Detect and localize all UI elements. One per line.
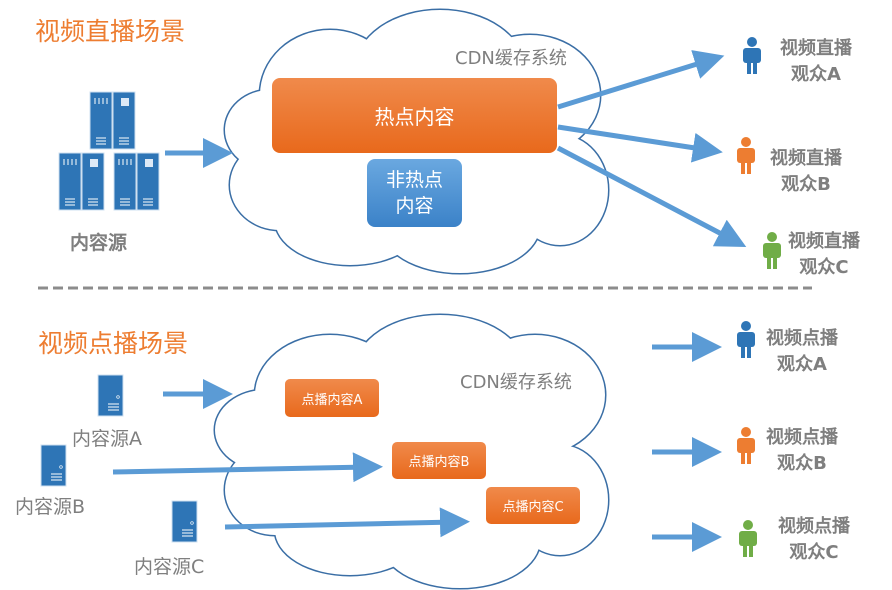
vod-cdn-label: CDN缓存系统 — [460, 372, 572, 393]
audience-line2: 观众A — [777, 354, 827, 375]
server-rack-icon — [113, 152, 160, 211]
audience-line2: 观众C — [789, 542, 839, 563]
vod-source-a-label: 内容源A — [72, 428, 142, 450]
hot-content-label: 热点内容 — [374, 105, 455, 129]
cold-content-line2: 内容 — [395, 195, 434, 217]
vod-source-b-label: 内容源B — [15, 496, 86, 518]
audience-line1: 视频直播 — [770, 148, 842, 169]
vod-audience-c: 视频点播观众C — [778, 514, 850, 566]
person-icon — [737, 321, 755, 358]
server-rack-icon — [89, 91, 136, 150]
audience-line1: 视频点播 — [766, 427, 838, 448]
live-scene-title: 视频直播场景 — [35, 17, 186, 46]
audience-line2: 观众C — [799, 257, 849, 278]
person-icon — [737, 137, 755, 174]
vod-content-a: 点播内容A — [285, 379, 379, 417]
audience-line2: 观众B — [781, 174, 831, 195]
arrow — [557, 124, 723, 163]
live-audience-a: 视频直播观众A — [780, 36, 852, 88]
vod-content-label: 点播内容B — [408, 455, 470, 470]
audience-line2: 观众B — [777, 453, 827, 474]
audience-line1: 视频点播 — [766, 328, 838, 349]
hot-content-box: 热点内容 — [272, 78, 557, 153]
vod-scene-title: 视频点播场景 — [38, 329, 189, 358]
vod-audience-a: 视频点播观众A — [766, 326, 838, 378]
arrow — [112, 452, 383, 483]
vod-content-b: 点播内容B — [392, 442, 486, 479]
server-icon — [40, 444, 67, 487]
arrow — [556, 145, 747, 247]
cold-content-line1: 非热点 — [385, 169, 443, 191]
server-icon — [171, 500, 198, 543]
audience-line1: 视频直播 — [788, 231, 860, 252]
live-audience-c: 视频直播观众C — [788, 229, 860, 281]
audience-line1: 视频直播 — [780, 38, 852, 59]
live-audience-b: 视频直播观众B — [770, 146, 842, 198]
person-icon — [743, 37, 761, 74]
server-icon — [97, 374, 124, 417]
audience-line2: 观众A — [791, 64, 841, 85]
person-icon — [737, 427, 755, 464]
vod-content-label: 点播内容A — [301, 392, 363, 408]
audience-line1: 视频点播 — [778, 516, 850, 537]
vod-source-c-label: 内容源C — [134, 556, 205, 578]
person-icon — [739, 520, 757, 557]
live-source-label: 内容源 — [70, 232, 128, 254]
live-cdn-label: CDN缓存系统 — [455, 48, 567, 69]
vod-content-c: 点播内容C — [486, 487, 580, 524]
arrow — [557, 50, 725, 110]
server-rack-icon — [58, 152, 105, 211]
vod-audience-b: 视频点播观众B — [766, 425, 838, 477]
cold-content-box: 非热点 内容 — [367, 159, 462, 227]
vod-content-label: 点播内容C — [502, 500, 564, 515]
person-icon — [763, 232, 781, 269]
arrow — [224, 507, 470, 538]
